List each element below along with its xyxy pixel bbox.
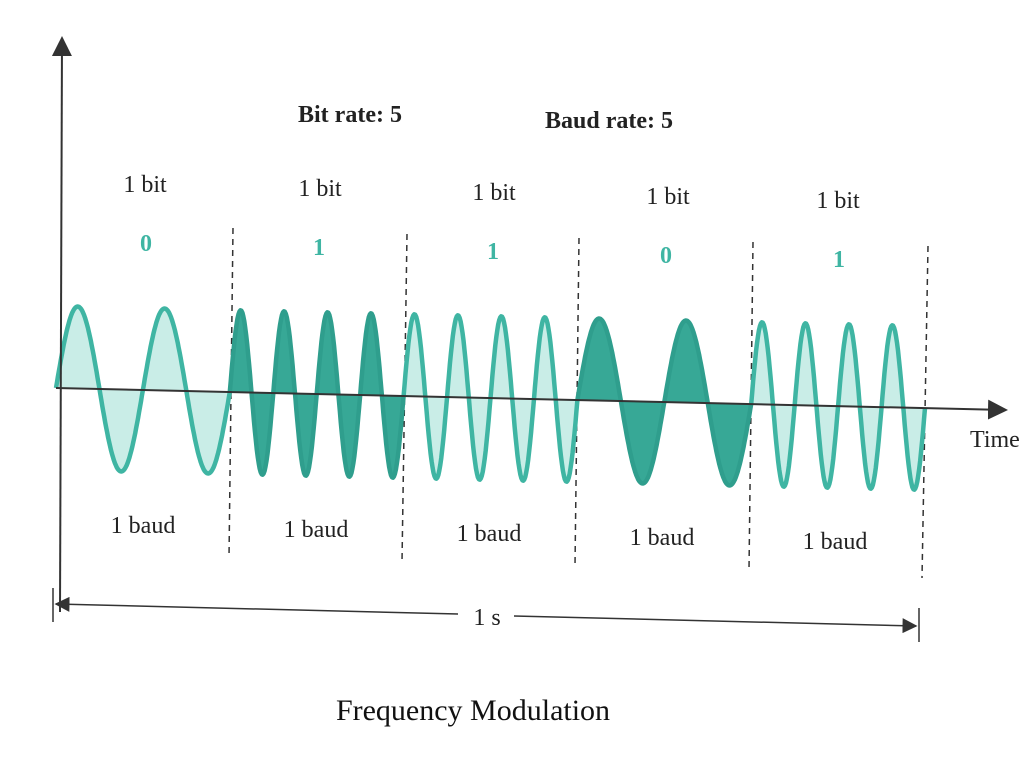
baud-label-3: 1 baud xyxy=(457,521,522,547)
baud-rate-label: Baud rate: 5 xyxy=(545,108,673,134)
bit-rate-label: Bit rate: 5 xyxy=(298,102,402,128)
bit-label-4: 1 bit xyxy=(646,184,690,210)
bit-values: 0 1 1 0 1 xyxy=(140,231,845,273)
baud-labels: 1 baud 1 baud 1 baud 1 baud 1 baud xyxy=(111,513,868,555)
time-axis-label: Time xyxy=(970,427,1020,453)
bit-label-5: 1 bit xyxy=(816,188,860,214)
vertical-axis xyxy=(51,36,72,613)
baud-label-4: 1 baud xyxy=(630,525,695,551)
bit-value-2: 1 xyxy=(313,235,325,261)
time-axis xyxy=(55,387,1008,420)
bit-value-5: 1 xyxy=(833,247,845,273)
bit-labels: 1 bit 1 bit 1 bit 1 bit 1 bit xyxy=(123,172,860,214)
duration-arrow-left xyxy=(54,596,459,615)
bit-label-1: 1 bit xyxy=(123,172,167,198)
bit-value-4: 0 xyxy=(660,243,672,269)
duration-arrow-right xyxy=(513,615,918,634)
baud-label-1: 1 baud xyxy=(111,513,176,539)
bit-label-3: 1 bit xyxy=(472,180,516,206)
diagram-caption: Frequency Modulation xyxy=(336,694,610,727)
duration-label: 1 s xyxy=(473,605,500,631)
baud-label-2: 1 baud xyxy=(284,517,349,543)
bit-value-1: 0 xyxy=(140,231,152,257)
baud-label-5: 1 baud xyxy=(803,529,868,555)
bit-value-3: 1 xyxy=(487,239,499,265)
bit-label-2: 1 bit xyxy=(298,176,342,202)
